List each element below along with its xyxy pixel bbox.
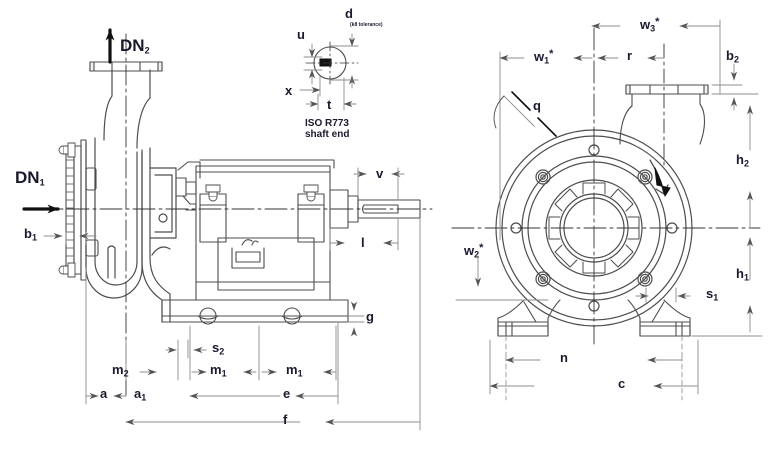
label-dim-w2: w2* <box>464 242 484 260</box>
shaft-end-detail <box>305 41 359 85</box>
volute-casing-side <box>85 69 177 323</box>
label-dim-t: t <box>327 97 332 112</box>
label-dim-a: a <box>100 386 108 401</box>
label-dim-w3: w3* <box>640 16 660 34</box>
shaft-end-dimensions <box>299 33 359 111</box>
label-dim-e: e <box>283 386 291 401</box>
label-dim-b1: b1 <box>24 226 37 243</box>
label-dim-b2: b2 <box>726 48 739 65</box>
label-dim-m1-a: m1 <box>210 362 227 379</box>
label-dim-h1: h1 <box>736 266 749 283</box>
label-dim-x: x <box>285 83 293 98</box>
label-dim-v: v <box>376 166 384 181</box>
label-dim-c: c <box>618 376 626 391</box>
label-dim-g: g <box>366 309 374 324</box>
front-dimension-lines <box>455 19 763 395</box>
suction-flange-group <box>58 139 99 281</box>
label-dim-q: q <box>533 98 541 113</box>
label-dim-d: d <box>345 6 353 21</box>
label-dim-n: n <box>560 350 568 365</box>
label-dim-l: l <box>361 235 365 250</box>
label-dim-m2: m2 <box>112 362 129 379</box>
label-tolerance-note: (k8 tolerance) <box>350 22 383 28</box>
label-suction-nozzle: DN1 <box>15 168 45 188</box>
bearing-frame-side <box>161 159 349 325</box>
label-dim-w1: w1* <box>534 48 554 66</box>
label-dim-s2: s2 <box>212 340 225 357</box>
label-dim-f: f <box>283 412 288 427</box>
front-feet <box>497 299 691 337</box>
label-discharge-nozzle: DN2 <box>120 36 150 56</box>
label-dim-s1: s1 <box>706 286 719 303</box>
label-dim-a1: a1 <box>134 386 147 403</box>
label-dim-r: r <box>627 48 633 63</box>
label-dim-u: u <box>297 27 305 42</box>
side-dimension-lines <box>43 167 421 431</box>
front-discharge-nozzle <box>619 84 709 197</box>
label-dim-h2: h2 <box>736 152 749 169</box>
label-dim-m1-b: m1 <box>286 362 303 379</box>
